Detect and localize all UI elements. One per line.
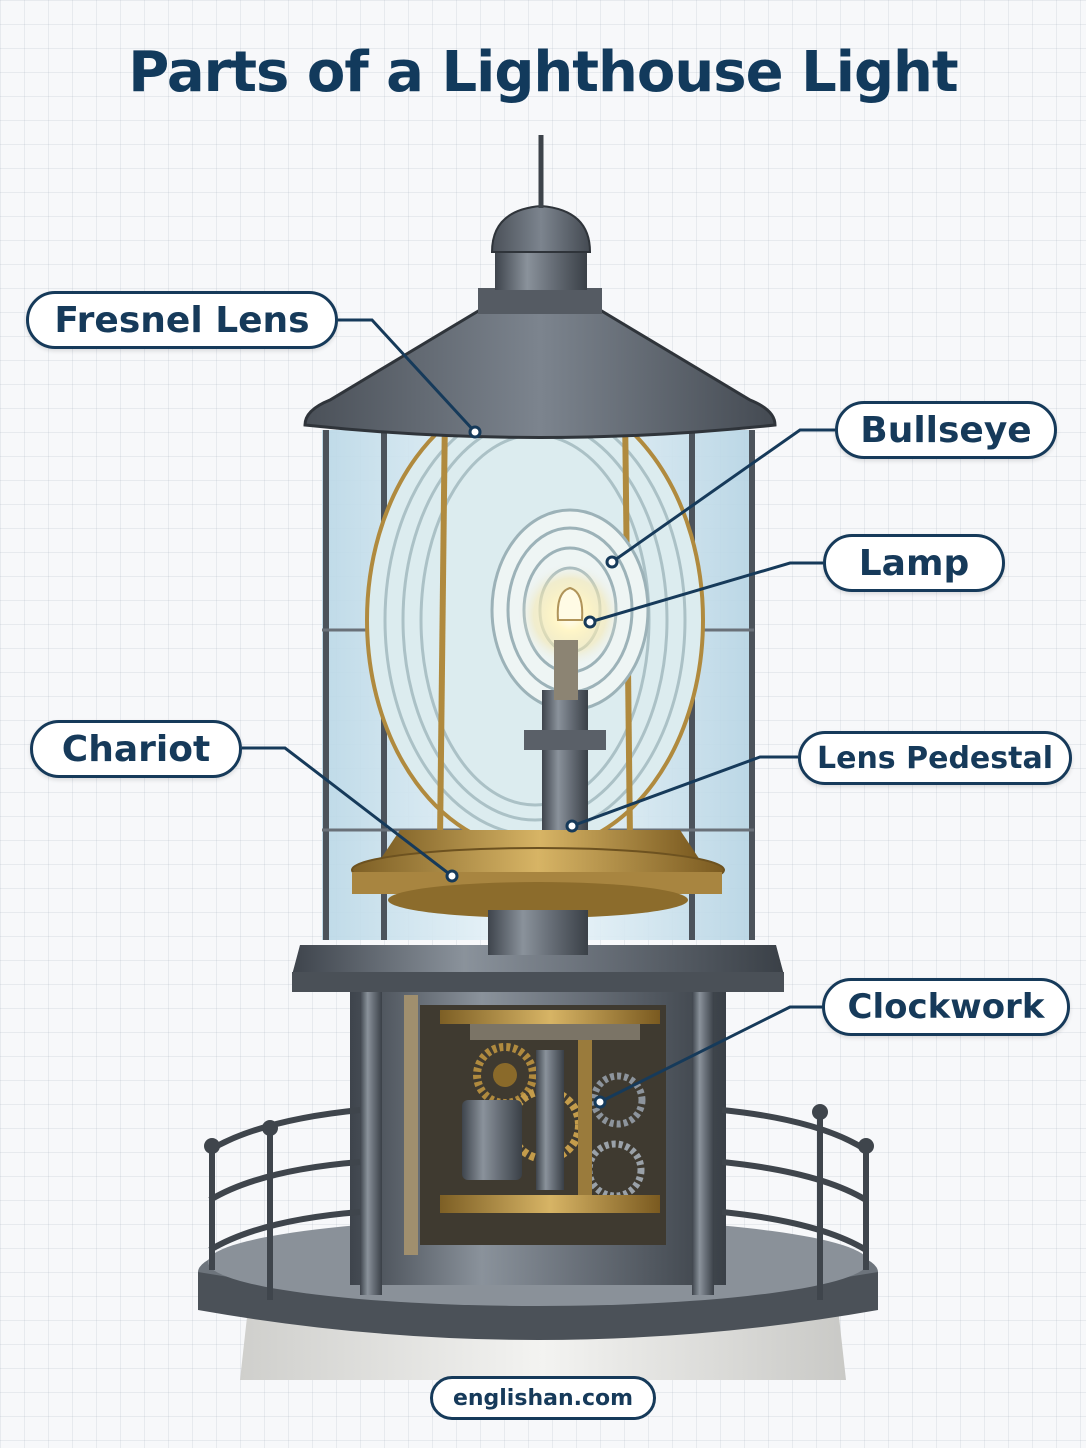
lamp-bulb (556, 586, 584, 621)
gallery-railing (208, 1107, 869, 1300)
chariot-assembly (351, 830, 725, 955)
page-title: Parts of a Lighthouse Light (128, 40, 958, 105)
label-bullseye: Bullseye (835, 401, 1057, 459)
label-lens-pedestal: Lens Pedestal (798, 731, 1072, 785)
label-clockwork: Clockwork (822, 978, 1070, 1036)
label-fresnel-lens: Fresnel Lens (26, 291, 338, 349)
label-lamp: Lamp (823, 534, 1005, 592)
lantern-floor (292, 945, 784, 975)
clockwork-gears (440, 1010, 660, 1213)
label-chariot: Chariot (30, 720, 242, 778)
lantern-roof (303, 308, 777, 439)
ventilator (495, 250, 587, 290)
leader-lines (242, 318, 835, 1104)
watermark-badge: englishan.com (430, 1376, 656, 1420)
